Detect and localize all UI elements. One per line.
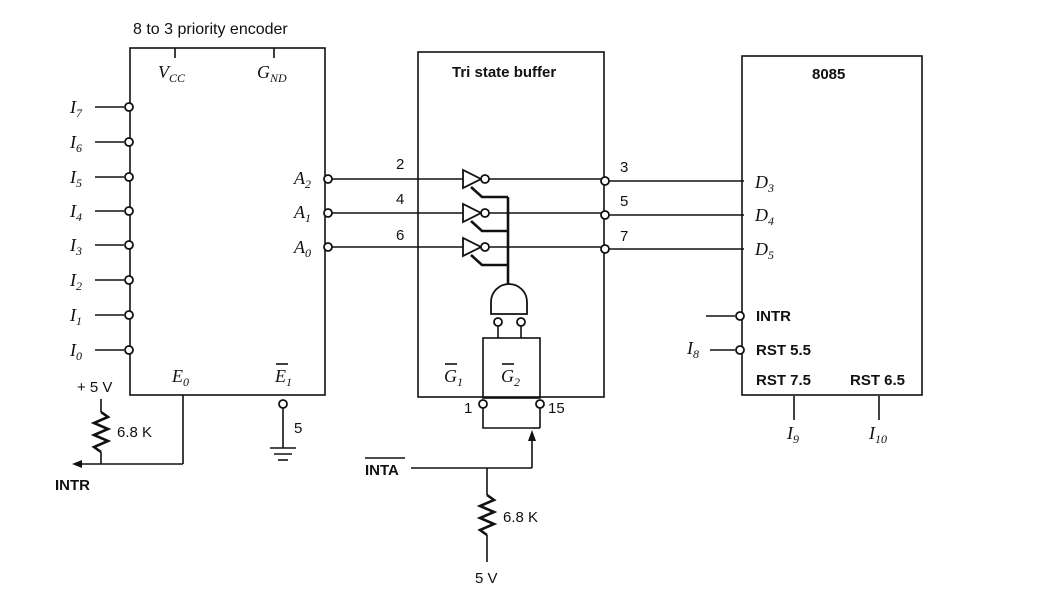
- and-gate: [482, 283, 541, 399]
- cpu-pin-d3: D3: [754, 172, 774, 195]
- svg-text:I7: I7: [69, 97, 83, 120]
- buffer-box: [417, 51, 605, 398]
- input-pin-i1: I1: [69, 305, 134, 328]
- svg-text:RST 5.5: RST 5.5: [756, 342, 811, 359]
- g1-label: G1: [444, 363, 463, 389]
- resistor-icon: [476, 493, 498, 537]
- cpu-pin-rst65: RST 6.5: [850, 372, 905, 389]
- bottom-pullup: INTA 6.8 K 5 V: [365, 430, 538, 587]
- g1-pin-number: 1: [464, 400, 472, 417]
- buffer-in-pin-4: 4: [396, 191, 404, 208]
- buffer-gate-1: [462, 168, 490, 190]
- input-pin-i5: I5: [69, 167, 134, 190]
- encoder-output-pins: A2 A1 A0: [293, 168, 333, 260]
- buffer-out-pin-5: 5: [620, 193, 628, 210]
- buffer-title: Tri state buffer: [452, 64, 556, 81]
- resistor-icon: [90, 410, 112, 454]
- buffer-out-pin-3: 3: [620, 159, 628, 176]
- svg-text:I0: I0: [69, 340, 82, 363]
- intr-output-label: INTR: [55, 477, 90, 494]
- e0-label: E0: [171, 366, 189, 389]
- input-pin-i0: I0: [69, 340, 134, 363]
- cpu-title: 8085: [812, 66, 845, 83]
- buffer-to-cpu-wires: 3 5 7: [489, 159, 744, 254]
- buffer-triangle-icon: [462, 168, 484, 190]
- buffer-gate-2: [462, 202, 490, 224]
- svg-text:I1: I1: [69, 305, 82, 328]
- and-gate-icon: [490, 283, 528, 315]
- buffer-in-pin-6: 6: [396, 227, 404, 244]
- left-supply-label: + 5 V: [77, 379, 112, 396]
- svg-text:I10: I10: [868, 423, 887, 446]
- svg-text:I2: I2: [69, 270, 82, 293]
- svg-text:A0: A0: [293, 237, 311, 260]
- cpu-8085: 8085 D3 D4 D5 INTR I8 RST 5.5 RST 7.5 RS…: [686, 55, 923, 446]
- tri-state-buffer: Tri state buffer: [417, 51, 605, 429]
- inta-label: INTA: [365, 457, 405, 479]
- encoder-title: 8 to 3 priority encoder: [133, 21, 288, 38]
- cpu-pin-intr: INTR: [706, 308, 791, 325]
- bottom-supply-label: 5 V: [475, 570, 498, 587]
- output-pin-a0: A0: [293, 237, 333, 260]
- input-pin-i6: I6: [69, 132, 134, 155]
- input-pin-i3: I3: [69, 235, 134, 258]
- vcc-label: VCC: [158, 62, 186, 85]
- e1-ground-connection: 5: [270, 399, 302, 461]
- buffer-in-pin-2: 2: [396, 156, 404, 173]
- svg-text:I5: I5: [69, 167, 82, 190]
- input-pin-i7: I7: [69, 97, 134, 120]
- encoder-to-buffer-wires: 2 4 6: [332, 156, 463, 248]
- svg-text:INTR: INTR: [756, 308, 791, 325]
- g2-pin: [535, 399, 545, 409]
- svg-text:G2: G2: [501, 366, 520, 389]
- input-pin-i4: I4: [69, 201, 134, 224]
- rst65-input-i10: I10: [868, 396, 887, 446]
- enable-bus: [470, 186, 510, 286]
- buffer-triangle-icon: [462, 236, 484, 258]
- svg-text:I3: I3: [69, 235, 82, 258]
- input-pin-i2: I2: [69, 270, 134, 293]
- svg-text:INTA: INTA: [365, 462, 399, 479]
- e1-pin-number: 5: [294, 420, 302, 437]
- cpu-pin-rst75: RST 7.5: [756, 372, 811, 389]
- priority-encoder: 8 to 3 priority encoder VCC GND I7 I6 I5: [69, 21, 333, 461]
- rst75-input-i9: I9: [786, 396, 799, 446]
- arrow-up-icon: [528, 430, 536, 441]
- buffer-out-pin-7: 7: [620, 228, 628, 245]
- output-pin-a1: A1: [293, 202, 333, 225]
- left-resistor-label: 6.8 K: [117, 424, 152, 441]
- g2-pin-number: 15: [548, 400, 565, 417]
- svg-text:I9: I9: [786, 423, 799, 446]
- e1-label: E1: [274, 363, 292, 389]
- gnd-label: GND: [257, 62, 287, 85]
- svg-text:A1: A1: [293, 202, 311, 225]
- arrow-left-icon: [72, 460, 82, 468]
- encoder-box: [129, 47, 326, 396]
- svg-text:E1: E1: [274, 366, 292, 389]
- g1-pin: [478, 399, 488, 409]
- buffer-gate-3: [462, 236, 490, 258]
- bottom-resistor-label: 6.8 K: [503, 509, 538, 526]
- cpu-box: [741, 55, 923, 396]
- g2-label: G2: [501, 363, 520, 389]
- cpu-pin-rst55: I8 RST 5.5: [686, 338, 811, 361]
- left-pullup: + 5 V 6.8 K INTR: [55, 379, 184, 494]
- cpu-pin-d5: D5: [754, 239, 774, 262]
- encoder-input-pins: I7 I6 I5 I4 I3: [69, 97, 134, 363]
- output-pin-a2: A2: [293, 168, 333, 191]
- svg-text:I6: I6: [69, 132, 82, 155]
- cpu-pin-d4: D4: [754, 205, 774, 228]
- svg-text:A2: A2: [293, 168, 311, 191]
- svg-text:I4: I4: [69, 201, 82, 224]
- svg-text:G1: G1: [444, 366, 463, 389]
- buffer-triangle-icon: [462, 202, 484, 224]
- svg-text:I8: I8: [686, 338, 699, 361]
